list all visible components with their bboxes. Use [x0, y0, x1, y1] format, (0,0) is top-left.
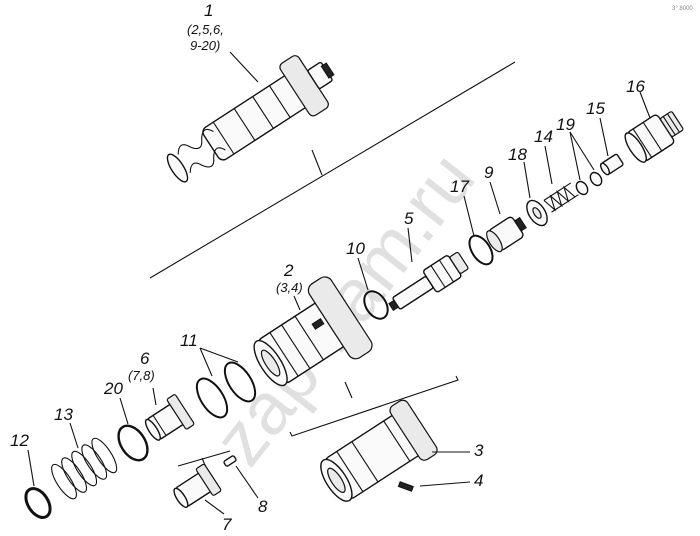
label-13: 13	[54, 405, 73, 424]
label-8: 8	[258, 497, 268, 516]
label-17: 17	[450, 177, 469, 196]
part-5-plunger	[388, 251, 469, 312]
label-2-sub: (3,4)	[276, 280, 303, 295]
label-4: 4	[474, 471, 483, 490]
part-15-small-plug	[599, 153, 624, 176]
label-20: 20	[103, 379, 123, 398]
label-16: 16	[626, 77, 645, 96]
label-14: 14	[534, 127, 553, 146]
label-11: 11	[180, 331, 198, 350]
part-17-o-ring	[468, 234, 494, 266]
part-4-key	[397, 481, 414, 492]
part-labels: 1 (2,5,6, 9-20) 2 (3,4) 3 4 5 6 (7,8) 7 …	[10, 1, 645, 534]
bracket-line-2	[289, 375, 459, 437]
label-9: 9	[484, 163, 494, 182]
label-10: 10	[346, 239, 365, 258]
label-1-sub-a: (2,5,6,	[187, 22, 224, 37]
bracket-tick-2	[344, 381, 353, 399]
part-8-pin	[223, 455, 237, 467]
label-3: 3	[474, 441, 484, 460]
label-19: 19	[556, 115, 575, 134]
part-11-rings	[195, 361, 257, 419]
bracket-line-3	[177, 450, 231, 467]
label-7: 7	[222, 515, 232, 534]
corner-mark: 3° 8000	[672, 6, 693, 12]
label-2: 2	[283, 261, 294, 280]
part-20-washer	[117, 424, 149, 462]
part-12-snap-ring	[24, 487, 52, 519]
part-19-washers	[575, 171, 603, 196]
part-9-valve-body	[486, 216, 527, 253]
part-16-end-fitting	[624, 111, 684, 163]
label-6-sub: (7,8)	[128, 368, 155, 383]
part-7-spring-seat	[173, 463, 222, 508]
label-6: 6	[140, 349, 150, 368]
label-1: 1	[204, 1, 213, 20]
label-1-sub-b: 9-20)	[190, 38, 220, 53]
part-6-spring-seat	[144, 394, 195, 441]
part-13-spring	[51, 437, 118, 500]
part-14-spring	[543, 182, 579, 213]
part-2-housing	[253, 276, 373, 387]
part-10-o-ring	[363, 290, 389, 320]
label-5: 5	[404, 209, 414, 228]
part-3-sleeve	[320, 399, 438, 502]
label-12: 12	[10, 431, 29, 450]
bracket-tick-1	[311, 149, 323, 176]
label-15: 15	[586, 99, 605, 118]
leader-lines	[27, 51, 651, 515]
label-18: 18	[508, 145, 527, 164]
part-1-assembly	[166, 55, 335, 183]
bracket-line-1	[149, 61, 516, 279]
part-18-seat	[526, 199, 548, 227]
